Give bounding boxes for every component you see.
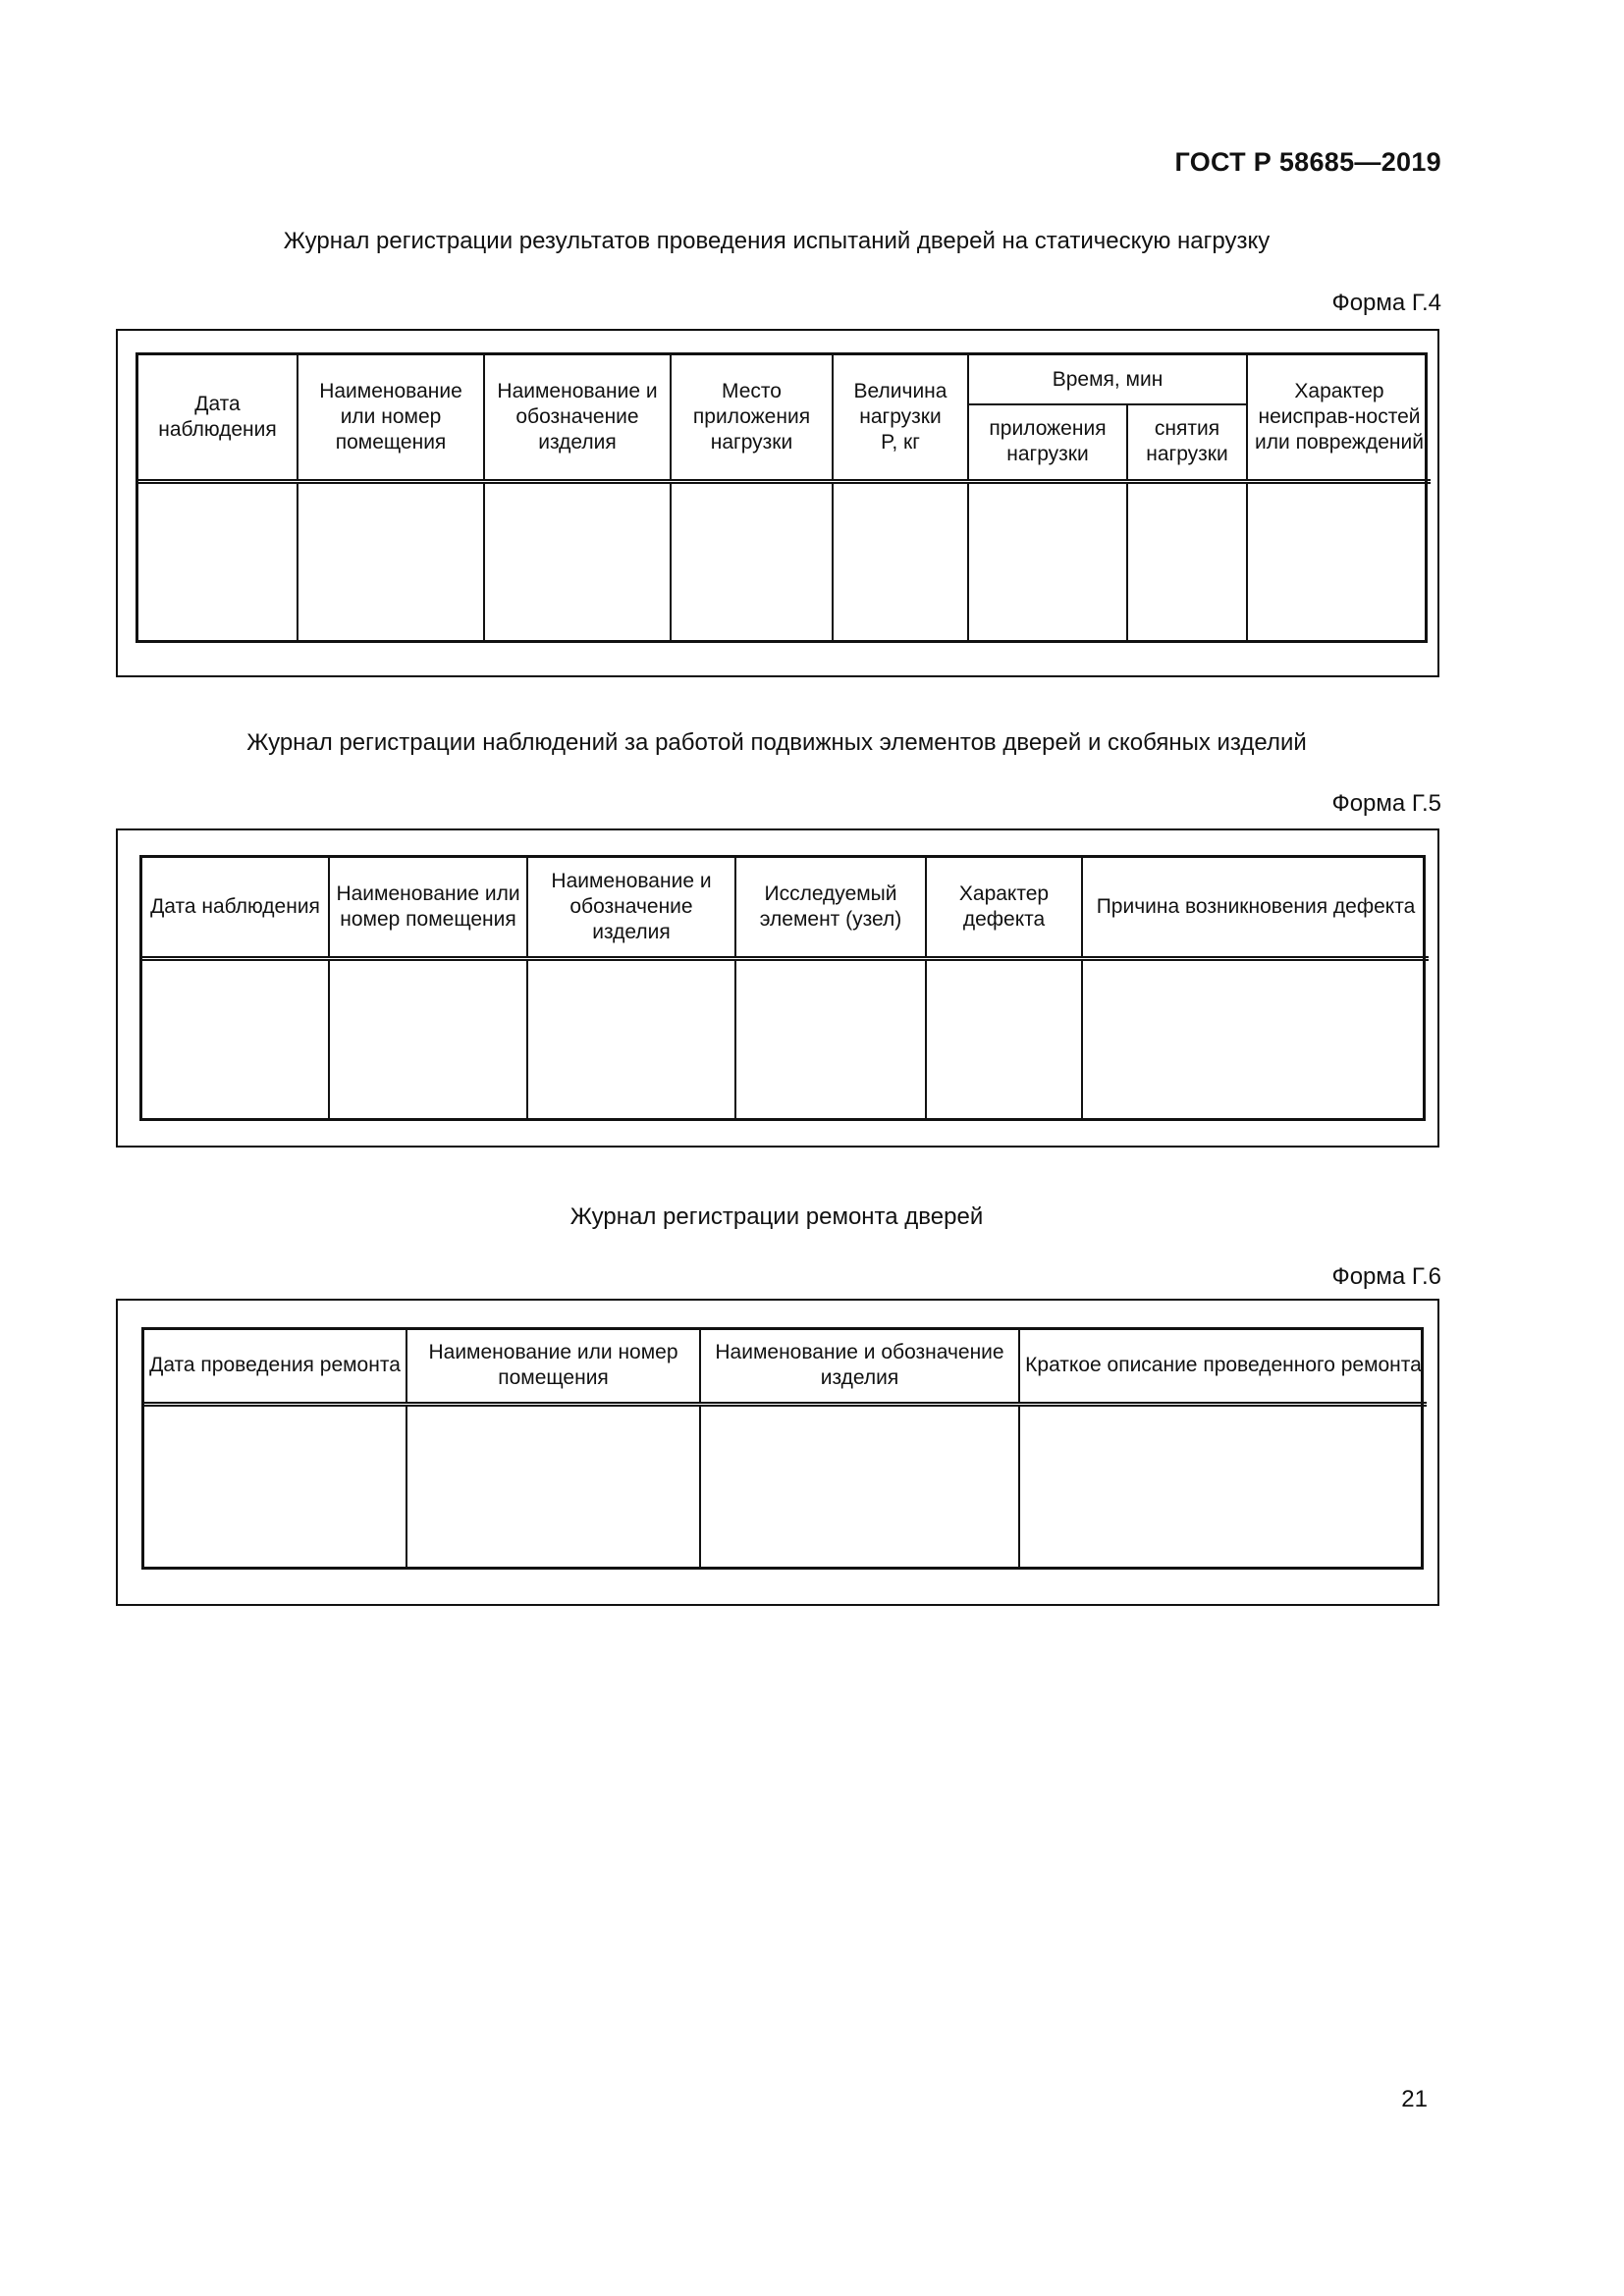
journal-title-g6: Журнал регистрации ремонта дверей bbox=[569, 1203, 984, 1230]
table-cell[interactable] bbox=[406, 1403, 701, 1567]
table-cell[interactable] bbox=[832, 480, 969, 640]
table-cell[interactable] bbox=[144, 1403, 407, 1567]
col-header-cause: Причина возникновения дефекта bbox=[1081, 858, 1429, 961]
table-cell[interactable] bbox=[1246, 480, 1432, 640]
table-row bbox=[144, 1403, 1427, 1567]
col-header-defects: Характер неисправ-ностей или повреждений bbox=[1246, 355, 1432, 484]
table-cell[interactable] bbox=[925, 957, 1083, 1118]
col-header-time-apply: приложения нагрузки bbox=[968, 403, 1128, 484]
col-header-product: Наименование и обозначение изделия bbox=[699, 1330, 1020, 1407]
journal-title-g5: Журнал регистрации наблюдений за работой… bbox=[246, 729, 1307, 756]
col-header-date: Дата наблюдения bbox=[138, 355, 298, 484]
table-cell[interactable] bbox=[967, 480, 1128, 640]
journal-title-g4: Журнал регистрации результатов проведени… bbox=[283, 228, 1271, 254]
form-g5-table: Дата наблюдения Наименование или номер п… bbox=[142, 858, 1429, 1118]
form-g5-table-wrap: Дата наблюдения Наименование или номер п… bbox=[139, 855, 1429, 1121]
col-header-load-value: Величина нагрузки P, кг bbox=[832, 355, 969, 484]
form-label-g4: Форма Г.4 bbox=[1331, 290, 1441, 316]
form-g5-frame: Дата наблюдения Наименование или номер п… bbox=[116, 828, 1439, 1148]
table-cell[interactable] bbox=[1018, 1403, 1427, 1567]
form-g6-table-wrap: Дата проведения ремонта Наименование или… bbox=[141, 1327, 1427, 1570]
table-row bbox=[142, 957, 1429, 1118]
col-header-room: Наименование или номер помещения bbox=[297, 355, 485, 484]
form-g4-table-wrap: Дата наблюдения Наименование или номер п… bbox=[135, 352, 1432, 643]
table-cell[interactable] bbox=[670, 480, 834, 640]
col-header-defect: Характер дефекта bbox=[925, 858, 1083, 961]
col-header-product: Наименование и обозначение изделия bbox=[483, 355, 672, 484]
table-cell[interactable] bbox=[142, 957, 330, 1118]
col-header-time-remove: снятия нагрузки bbox=[1125, 403, 1248, 484]
form-label-g5: Форма Г.5 bbox=[1331, 790, 1441, 817]
table-cell[interactable] bbox=[1081, 957, 1429, 1118]
col-header-time: Время, мин bbox=[966, 355, 1249, 405]
col-header-room: Наименование или номер помещения bbox=[328, 858, 528, 961]
table-cell[interactable] bbox=[526, 957, 736, 1118]
table-cell[interactable] bbox=[1125, 480, 1249, 640]
col-header-repair-date: Дата проведения ремонта bbox=[144, 1330, 407, 1407]
table-cell[interactable] bbox=[297, 480, 485, 640]
load-unit-label: P, кг bbox=[881, 430, 920, 454]
page-number: 21 bbox=[1401, 2086, 1428, 2112]
col-header-product: Наименование и обозначение изделия bbox=[526, 858, 736, 961]
col-header-repair-description: Краткое описание проведенного ремонта bbox=[1018, 1330, 1427, 1407]
form-label-g6: Форма Г.6 bbox=[1331, 1263, 1441, 1290]
form-g6-table: Дата проведения ремонта Наименование или… bbox=[144, 1330, 1427, 1567]
col-header-date: Дата наблюдения bbox=[142, 858, 330, 961]
table-cell[interactable] bbox=[734, 957, 927, 1118]
table-cell[interactable] bbox=[699, 1403, 1020, 1567]
table-cell[interactable] bbox=[483, 480, 672, 640]
load-value-label: Величина нагрузки bbox=[853, 379, 947, 428]
table-cell[interactable] bbox=[138, 480, 298, 640]
form-g6-frame: Дата проведения ремонта Наименование или… bbox=[116, 1299, 1439, 1606]
col-header-room: Наименование или номер помещения bbox=[406, 1330, 701, 1407]
form-g4-table: Дата наблюдения Наименование или номер п… bbox=[138, 355, 1432, 640]
form-g4-frame: Дата наблюдения Наименование или номер п… bbox=[116, 329, 1439, 677]
standard-code: ГОСТ Р 58685—2019 bbox=[1174, 147, 1441, 177]
col-header-element: Исследуемый элемент (узел) bbox=[734, 858, 927, 961]
col-header-load-place: Место приложения нагрузки bbox=[670, 355, 834, 484]
table-row bbox=[138, 480, 1432, 640]
table-cell[interactable] bbox=[328, 957, 528, 1118]
